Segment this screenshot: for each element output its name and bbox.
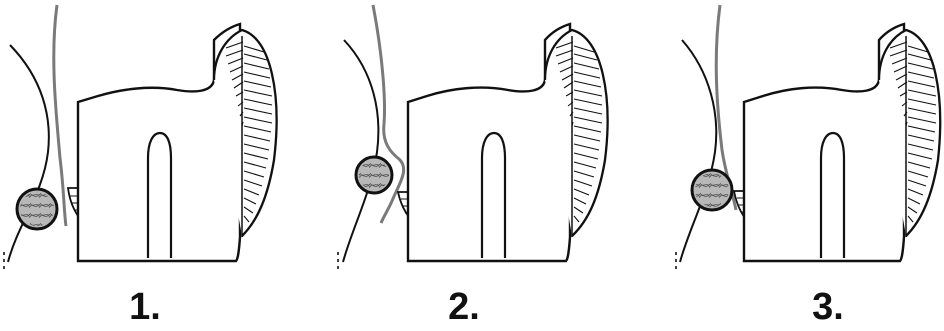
panel-2 [338,5,608,269]
panel-1-label: 1. [129,288,161,326]
panel-3-left-boundary [680,40,716,262]
panel-1 [4,5,277,269]
panel-3-inner-slot [821,133,844,258]
panel-2-left-boundary [343,40,378,262]
panel-1-gray-line [54,5,66,226]
panel-3-label: 3. [812,288,844,326]
panel-3 [676,5,940,269]
panel-1-inner-slot [148,133,171,258]
panel-2-inner-slot [482,133,505,258]
panel-2-label: 2. [448,288,480,326]
